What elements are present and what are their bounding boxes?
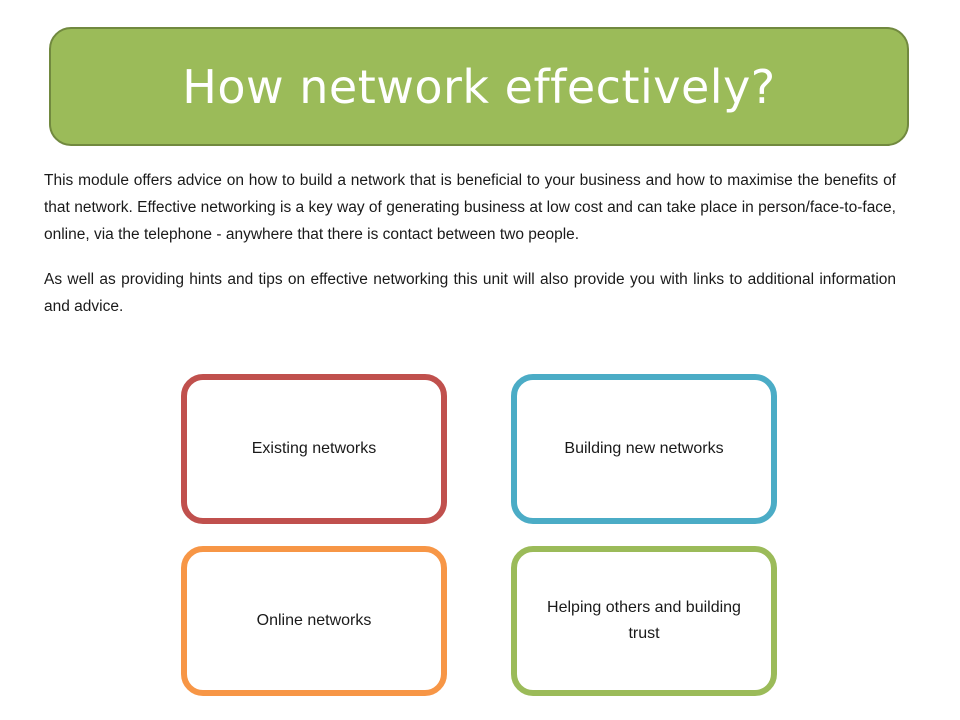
building-new-networks-label: Building new networks xyxy=(564,440,724,457)
intro-paragraph-2: As well as providing hints and tips on e… xyxy=(44,271,896,315)
online-networks-button[interactable]: Online networks xyxy=(181,546,447,696)
page-title: How network effectively? xyxy=(182,59,776,114)
helping-others-label: Helping others and building trust xyxy=(547,599,741,642)
intro-paragraph-1: This module offers advice on how to buil… xyxy=(44,172,896,243)
building-new-networks-button[interactable]: Building new networks xyxy=(511,374,777,524)
online-networks-label: Online networks xyxy=(256,612,372,629)
title-banner: How network effectively? xyxy=(49,27,909,146)
existing-networks-label: Existing networks xyxy=(251,440,377,457)
existing-networks-button[interactable]: Existing networks xyxy=(181,374,447,524)
intro-text: This module offers advice on how to buil… xyxy=(44,167,896,320)
helping-others-button[interactable]: Helping others and building trust xyxy=(511,546,777,696)
